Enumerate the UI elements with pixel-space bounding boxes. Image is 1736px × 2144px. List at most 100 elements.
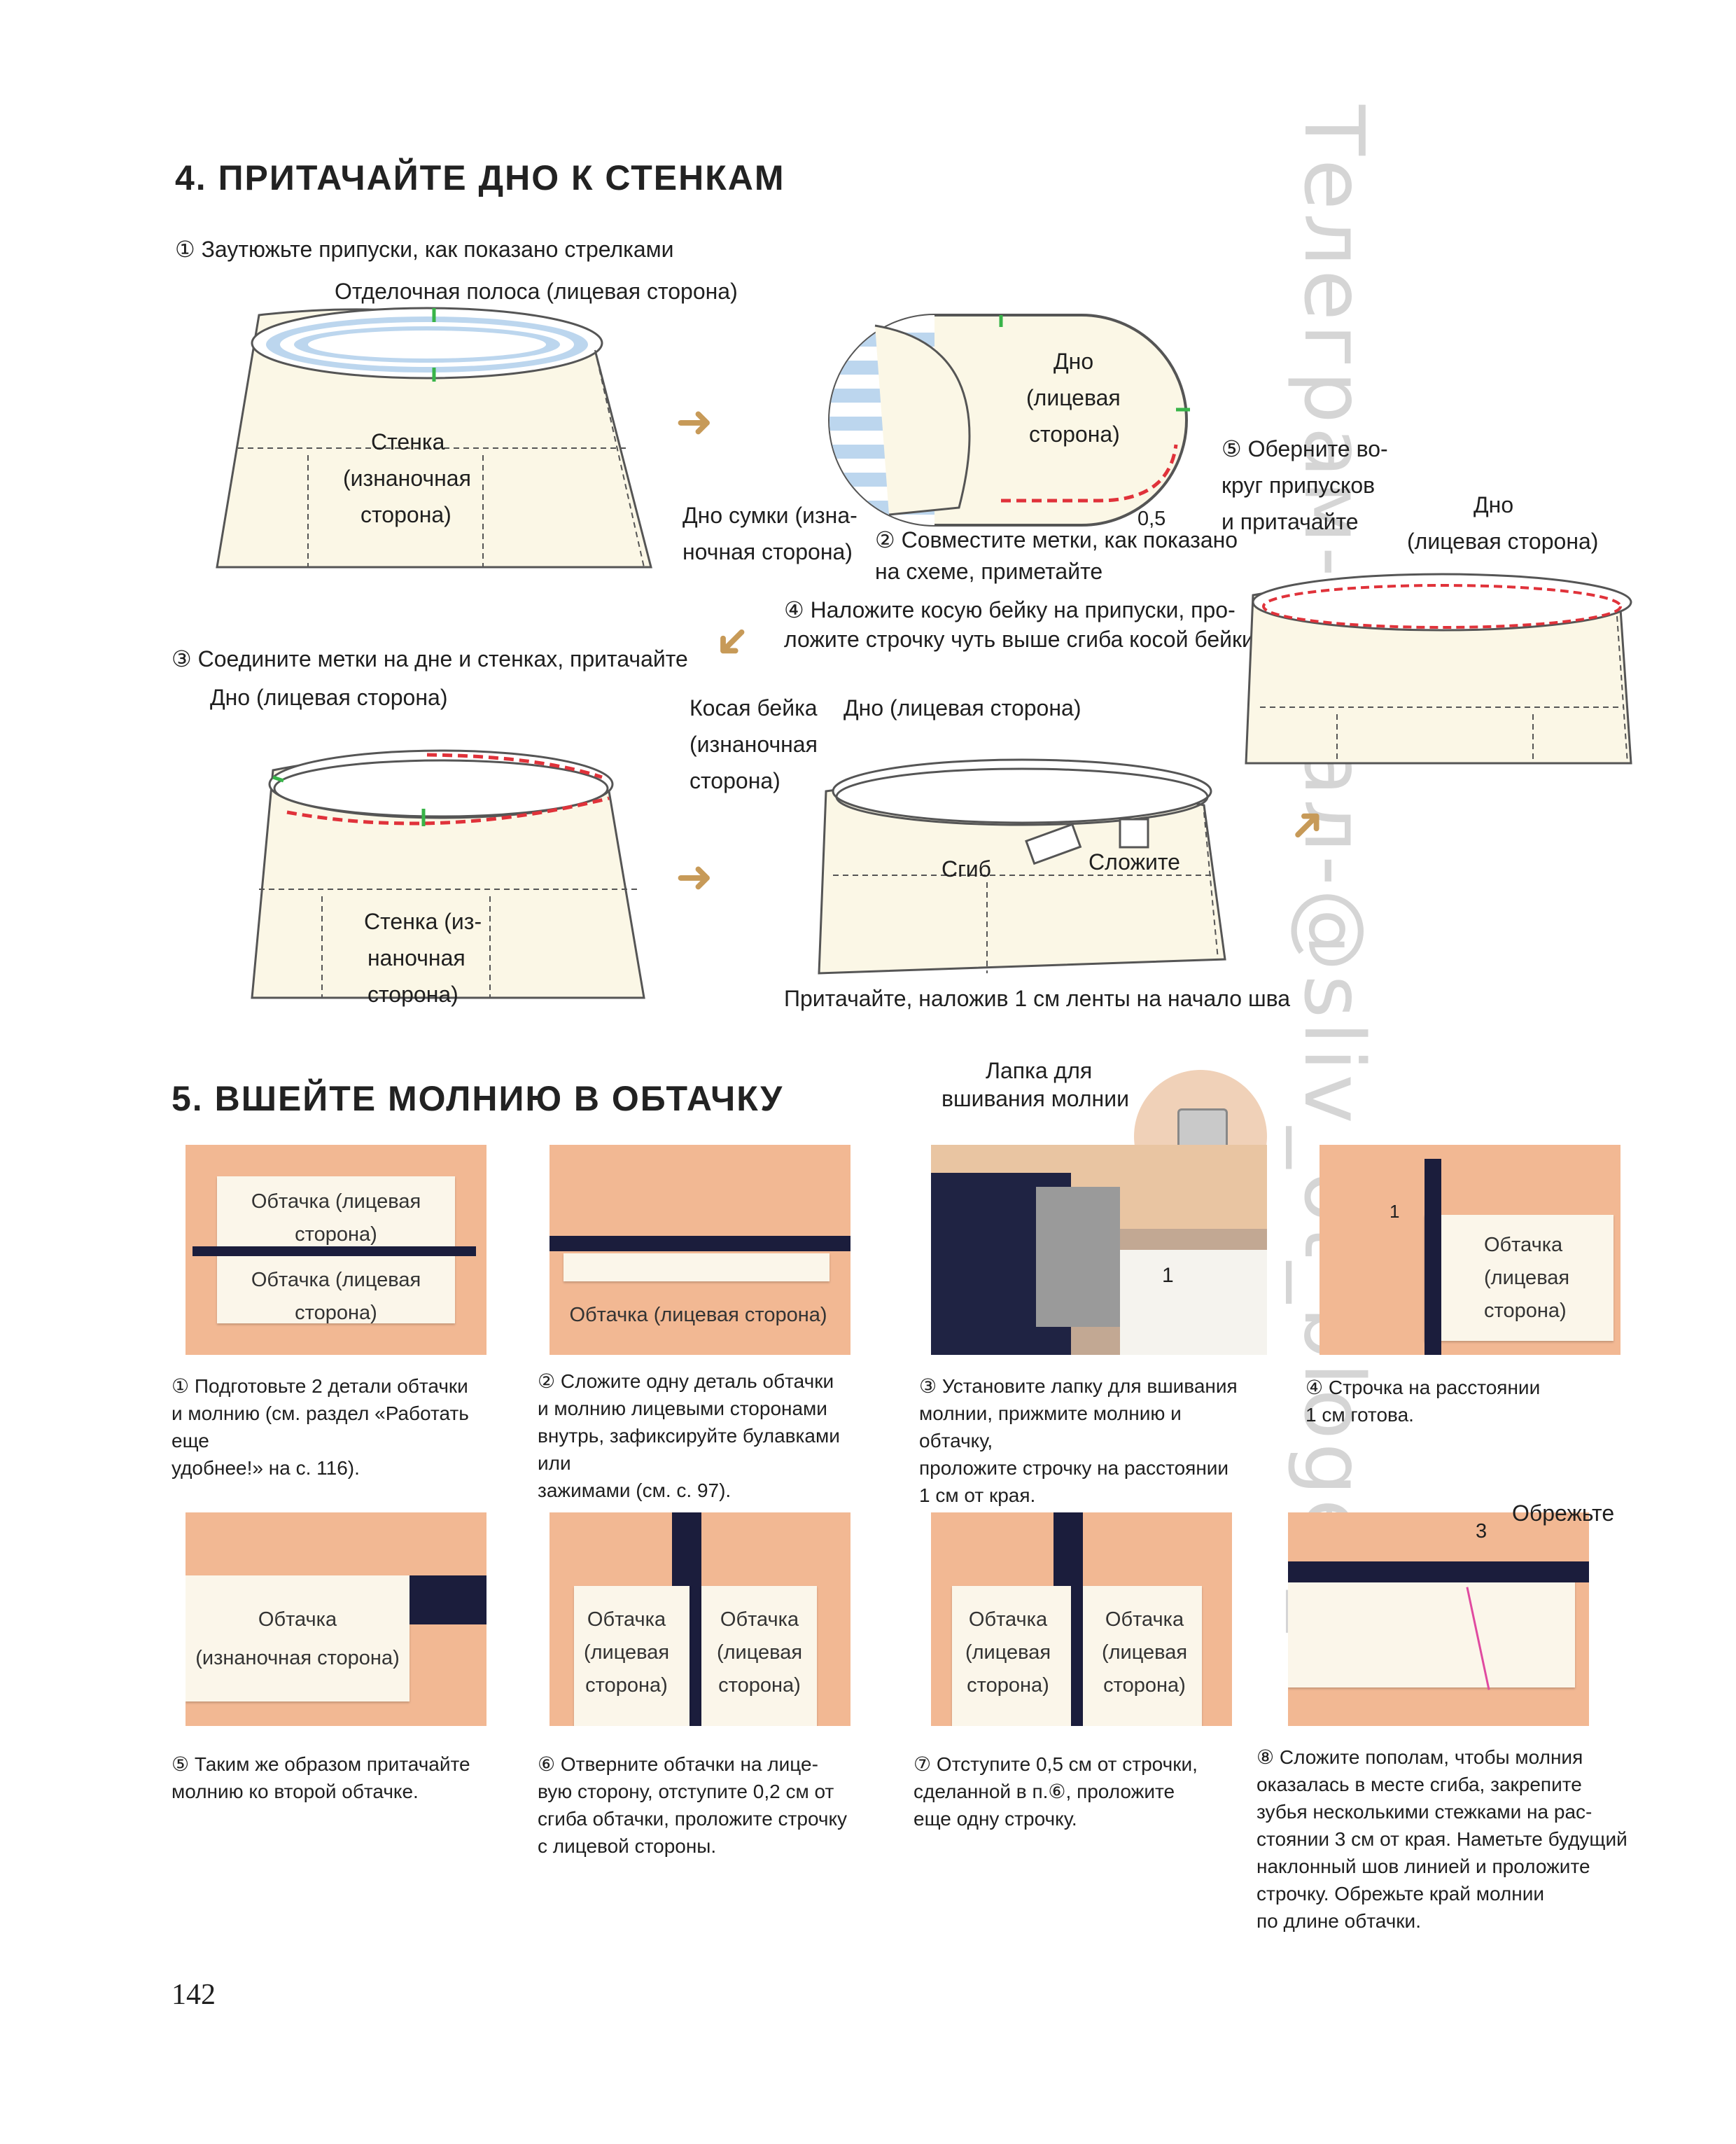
zipper: [550, 1236, 850, 1251]
step-2-text-1: ② Совместите метки, как показано: [875, 527, 1238, 552]
step-5-text-2: круг припусков: [1222, 473, 1376, 498]
photo-step-5: Обтачка (изнаночная сторона): [186, 1512, 486, 1726]
section-5-heading: 5. ВШЕЙТЕ МОЛНИЮ В ОБТАЧКУ: [172, 1079, 784, 1118]
watermark: Телеграм-канал-@sliv_ot_bloger_3: [1286, 105, 1382, 1692]
facing-piece: [1424, 1215, 1614, 1341]
foot-label-2: вшивания молнии: [941, 1086, 1129, 1111]
photo-step-3-sewing-machine: 1: [931, 1145, 1267, 1355]
step-5-text-3: и притачайте: [1222, 509, 1359, 534]
photo6-left-2: (лицевая: [583, 1641, 670, 1664]
zipper: [1288, 1561, 1589, 1582]
label-wall-2: (изнаночная: [343, 466, 471, 491]
step-2-text-2: на схеме, приметайте: [875, 559, 1103, 584]
label-bag-bottom-2: ночная сторона): [682, 539, 853, 564]
photo-step-4: 1 Обтачка (лицевая сторона): [1320, 1145, 1620, 1355]
facing-folded: [1288, 1561, 1575, 1687]
foot-label-1: Лапка для: [986, 1058, 1093, 1083]
photo6-left-1: Обтачка: [587, 1608, 666, 1631]
facing-piece: [564, 1253, 830, 1281]
arrow-right-2: ➜: [676, 851, 713, 902]
step-4-text-1: ④ Наложите косую бейку на припуски, про-: [784, 597, 1236, 622]
zipper: [410, 1575, 486, 1624]
arrow-right-1: ➜: [676, 396, 713, 447]
facing-left: [952, 1586, 1071, 1726]
zipper: [192, 1246, 476, 1256]
caption-6: ⑥ Отверните обтачки на лице-вую сторону,…: [538, 1753, 848, 1857]
photo-step-2: Обтачка (лицевая сторона): [550, 1145, 850, 1355]
facing-piece: [186, 1575, 410, 1701]
label-wall2-3: сторона): [368, 982, 458, 1007]
photo2-label: Обтачка (лицевая сторона): [569, 1304, 827, 1326]
photo-step-1: Обтачка (лицевая сторона) Обтачка (лицев…: [186, 1145, 486, 1355]
label-bottom-face: Дно (лицевая сторона): [210, 685, 448, 710]
photo7-right-1: Обтачка: [1105, 1608, 1184, 1631]
photo6-right-2: (лицевая: [716, 1641, 803, 1664]
section-4-heading: 4. ПРИТАЧАЙТЕ ДНО К СТЕНКАМ: [175, 158, 785, 197]
photo1-label-top: Обтачка (лицевая сторона): [251, 1190, 421, 1246]
facing-right: [1083, 1586, 1202, 1726]
step-3-text: ③ Соедините метки на дне и стенках, прит…: [172, 646, 688, 671]
diagram-bag-sewn: [251, 749, 645, 999]
photo-step-8: [1288, 1512, 1589, 1726]
label-bottom-1: Дно: [1054, 349, 1094, 374]
label-fold2: Сложите: [1088, 849, 1180, 875]
photo-step-7: Обтачка (лицевая сторона) Обтачка (лицев…: [931, 1512, 1232, 1726]
photo4-label-2: (лицевая: [1484, 1267, 1570, 1289]
label-wall2-1: Стенка (из-: [364, 909, 482, 934]
arrow-down-left: ➜: [701, 611, 764, 674]
diagram-bag-finished: [1245, 573, 1632, 765]
label-wall-3: сторона): [360, 502, 451, 527]
label-wall: Стенка: [371, 429, 445, 454]
photo8-cut-label: Обрежьте: [1512, 1501, 1615, 1526]
photo6-left-3: сторона): [585, 1674, 668, 1697]
label-trim-strip: Отделочная полоса (лицевая сторона): [335, 279, 738, 304]
photo8-mark: 3: [1476, 1520, 1488, 1543]
label-bias-3: сторона): [690, 768, 780, 793]
photo3-mark: 1: [1162, 1264, 1174, 1287]
photo6-right-1: Обтачка: [720, 1608, 799, 1631]
label-fold: Сгиб: [941, 856, 991, 882]
label-wall2-2: наночная: [368, 945, 465, 970]
label-sew-tape: Притачайте, наложив 1 см ленты на начало…: [784, 986, 1291, 1011]
label-bag-bottom-1: Дно сумки (изна-: [682, 503, 858, 528]
label-bottom-right-1: Дно: [1474, 492, 1514, 517]
photo6-right-3: сторона): [718, 1674, 801, 1697]
label-bias-2: (изнаночная: [690, 732, 818, 757]
photo7-right-2: (лицевая: [1101, 1641, 1188, 1664]
label-bottom-3: сторона): [1029, 422, 1120, 447]
fabric-piece: [1120, 1250, 1267, 1355]
label-05: 0,5: [1138, 508, 1166, 530]
label-bias-1: Косая бейка: [690, 695, 818, 721]
photo5-label-1: Обтачка: [258, 1608, 337, 1631]
photo4-label-1: Обтачка: [1484, 1234, 1563, 1256]
diagram-bag-wall-stripes: [216, 307, 652, 569]
photo7-left-1: Обтачка: [968, 1608, 1048, 1631]
page-number: 142: [172, 1979, 216, 2011]
photo4-mark: 1: [1390, 1201, 1400, 1222]
photo-step-6: Обтачка (лицевая сторона) Обтачка (лицев…: [550, 1512, 850, 1726]
caption-7: ⑦ Отступите 0,5 см от строчки,сделанной …: [913, 1753, 1198, 1830]
step-4-text-2: ложите строчку чуть выше сгиба косой бей…: [784, 627, 1254, 652]
label-bottom-2: (лицевая: [1026, 385, 1121, 410]
photo7-left-2: (лицевая: [965, 1641, 1051, 1664]
photo5-label-2: (изнаночная сторона): [195, 1647, 400, 1669]
zipper: [1424, 1159, 1441, 1355]
diagram-bias-binding: [818, 758, 1226, 975]
photo7-left-3: сторона): [967, 1674, 1049, 1697]
diagram-bag-bottom: [828, 314, 1190, 527]
step-5-text-1: ⑤ Оберните во-: [1222, 436, 1388, 461]
label-bottom-right-2: (лицевая сторона): [1407, 529, 1599, 554]
label-bottom-face2: Дно (лицевая сторона): [844, 695, 1082, 721]
photo7-right-3: сторона): [1103, 1674, 1186, 1697]
facing-right: [701, 1586, 817, 1726]
step-1-text: ① Заутюжьте припуски, как показано стрел…: [175, 237, 674, 262]
facing-left: [574, 1586, 690, 1726]
photo4-label-3: сторона): [1484, 1300, 1567, 1322]
photo1-label-bottom: Обтачка (лицевая сторона): [251, 1269, 421, 1324]
